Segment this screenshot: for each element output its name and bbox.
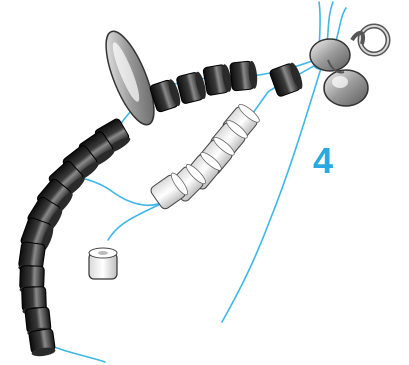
dark-bead-column-left (18, 118, 132, 358)
oval-bead-cap-icon (96, 26, 163, 131)
thread-loop-left (108, 200, 168, 240)
lobster-clasp-icon (310, 26, 388, 106)
dark-bead (176, 71, 208, 104)
dark-bead (269, 61, 305, 97)
thread-long-tail (222, 65, 322, 322)
loose-white-bead (89, 248, 117, 279)
step-number: 4 (313, 143, 333, 179)
dark-bead (29, 328, 56, 357)
white-bead-column (149, 102, 261, 211)
dark-bead (203, 64, 233, 96)
dark-bead-row-top (149, 61, 305, 113)
dark-bead (230, 61, 259, 92)
